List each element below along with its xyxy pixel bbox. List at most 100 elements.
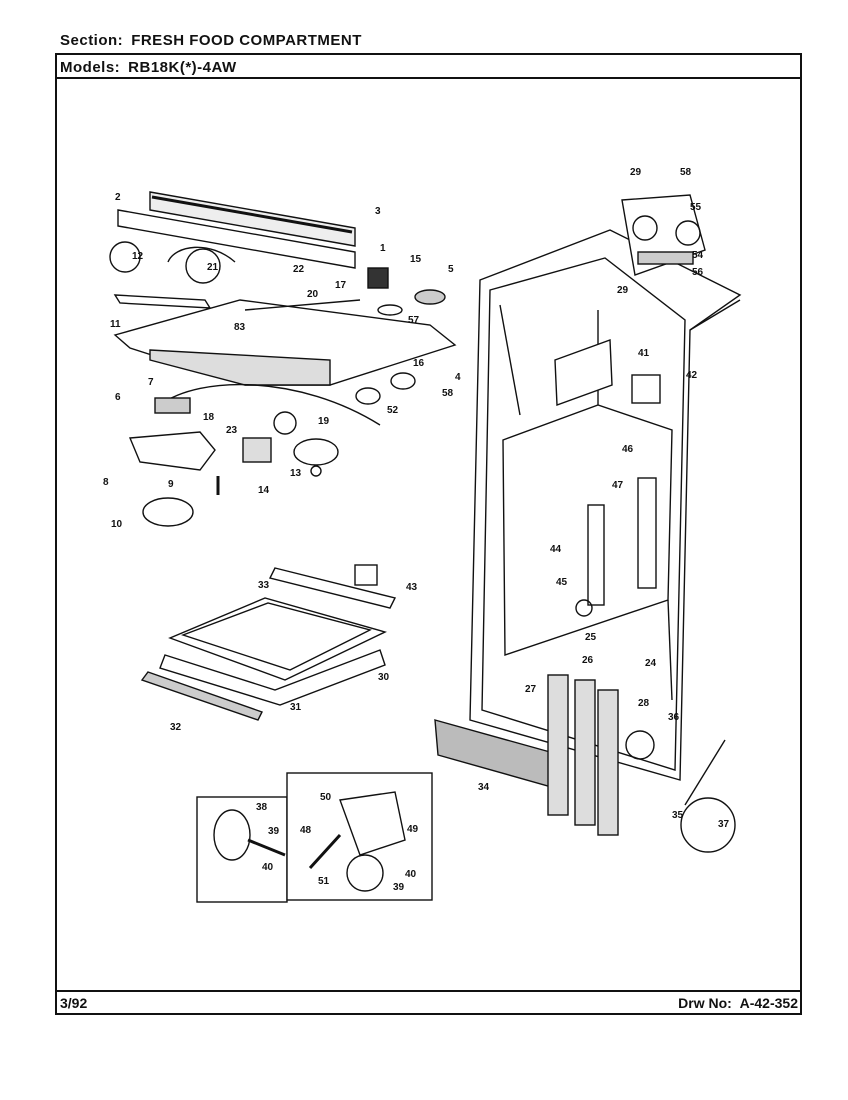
callout-label: 40 (405, 869, 417, 880)
callout-label: 45 (556, 577, 568, 588)
section-title: Section:FRESH FOOD COMPARTMENT (60, 32, 362, 49)
callout-label: 39 (393, 882, 405, 893)
light-shield-bar (117, 191, 356, 269)
callout-label: 58 (442, 388, 454, 399)
models-label: Models: (60, 59, 121, 76)
callout-label: 40 (262, 862, 274, 873)
callout-label: 41 (638, 348, 650, 359)
models-title: Models: RB18K(*)-4AW (60, 59, 237, 76)
nut (310, 465, 322, 477)
rail (637, 477, 657, 589)
callout-label: 52 (387, 405, 399, 416)
callout-label: 23 (226, 425, 238, 436)
callout-label: 13 (290, 468, 302, 479)
date-code: 3/92 (60, 995, 88, 1011)
callout-label: 34 (478, 782, 490, 793)
callout-label: 49 (407, 824, 419, 835)
bracket-part (113, 294, 212, 309)
drawing-number: Drw No: A-42-352 (678, 995, 798, 1011)
callout-label: 48 (300, 825, 312, 836)
callout-label: 38 (256, 802, 268, 813)
leveling-leg-inset (680, 797, 736, 853)
wire-harness (159, 383, 381, 426)
callout-label: 29 (630, 167, 642, 178)
dial-knob (293, 438, 339, 466)
shelf-clip (354, 564, 378, 586)
callout-label: 42 (686, 370, 698, 381)
section-label: Section: (60, 32, 124, 49)
callout-label: 5 (448, 264, 454, 275)
light-switch (242, 437, 272, 463)
callout-label: 10 (111, 519, 123, 530)
callout-label: 35 (672, 810, 684, 821)
callout-label: 28 (638, 698, 650, 709)
disc-58 (390, 372, 416, 390)
shelf-assembly (140, 564, 397, 721)
callout-label: 37 (718, 819, 730, 830)
callout-label: 39 (268, 826, 280, 837)
control-housing (113, 299, 457, 386)
roller-bracket (339, 791, 406, 856)
callout-label: 50 (320, 792, 332, 803)
callout-label: 51 (318, 876, 330, 887)
channel-28a (574, 679, 596, 826)
callout-label: 24 (645, 658, 657, 669)
callout-label: 12 (132, 251, 144, 262)
callout-label: 14 (258, 485, 270, 496)
disc-52 (355, 387, 381, 405)
knob-shaft (377, 304, 403, 316)
callout-label: 20 (307, 289, 319, 300)
callout-label: 3 (375, 206, 381, 217)
thermostat (154, 397, 191, 414)
light-housing (621, 194, 706, 276)
callout-label: 9 (168, 479, 174, 490)
callout-label: 7 (148, 377, 154, 388)
drawing-value: A-42-352 (739, 995, 798, 1011)
callout-label: 43 (406, 582, 418, 593)
roller (575, 599, 593, 617)
callout-label: 18 (203, 412, 215, 423)
callout-label: 11 (110, 319, 121, 330)
callout-label: 26 (582, 655, 594, 666)
callout-label: 8 (103, 477, 109, 488)
callout-label: 56 (692, 267, 704, 278)
channel-27 (547, 674, 569, 816)
callout-label: 2 (115, 192, 121, 203)
light-bulb (273, 411, 297, 435)
drawing-label: Drw No: (678, 995, 732, 1011)
callout-label: 83 (234, 322, 246, 333)
callout-label: 1 (380, 243, 386, 254)
callout-label: 32 (170, 722, 182, 733)
callout-label: 4 (455, 372, 461, 383)
rear-wheel (625, 730, 655, 760)
callout-label: 46 (622, 444, 634, 455)
callout-label: 55 (690, 202, 702, 213)
light-socket-ring (109, 241, 236, 284)
callout-label: 19 (318, 416, 330, 427)
callout-label: 16 (413, 358, 425, 369)
callout-label: 22 (293, 264, 305, 275)
hinge (631, 374, 661, 404)
callout-label: 30 (378, 672, 390, 683)
callout-label: 25 (585, 632, 597, 643)
models-divider (55, 77, 802, 79)
roller-wheel-2 (346, 854, 384, 892)
cabinet-liner (469, 229, 742, 781)
control-dial (142, 497, 194, 527)
callout-label: 44 (550, 544, 562, 555)
callout-label: 29 (617, 285, 629, 296)
callout-label: 57 (408, 315, 420, 326)
drawing-frame (55, 53, 802, 1015)
roller-wheel (213, 809, 251, 861)
callout-label: 31 (290, 702, 302, 713)
light-cover (414, 289, 446, 305)
mounting-bracket (128, 431, 216, 471)
models-value: RB18K(*)-4AW (128, 59, 237, 76)
footer-divider (55, 990, 802, 992)
callout-label: 6 (115, 392, 121, 403)
thermostat-knob (367, 267, 389, 289)
callout-label: 36 (668, 712, 680, 723)
channel-28b (597, 689, 619, 836)
